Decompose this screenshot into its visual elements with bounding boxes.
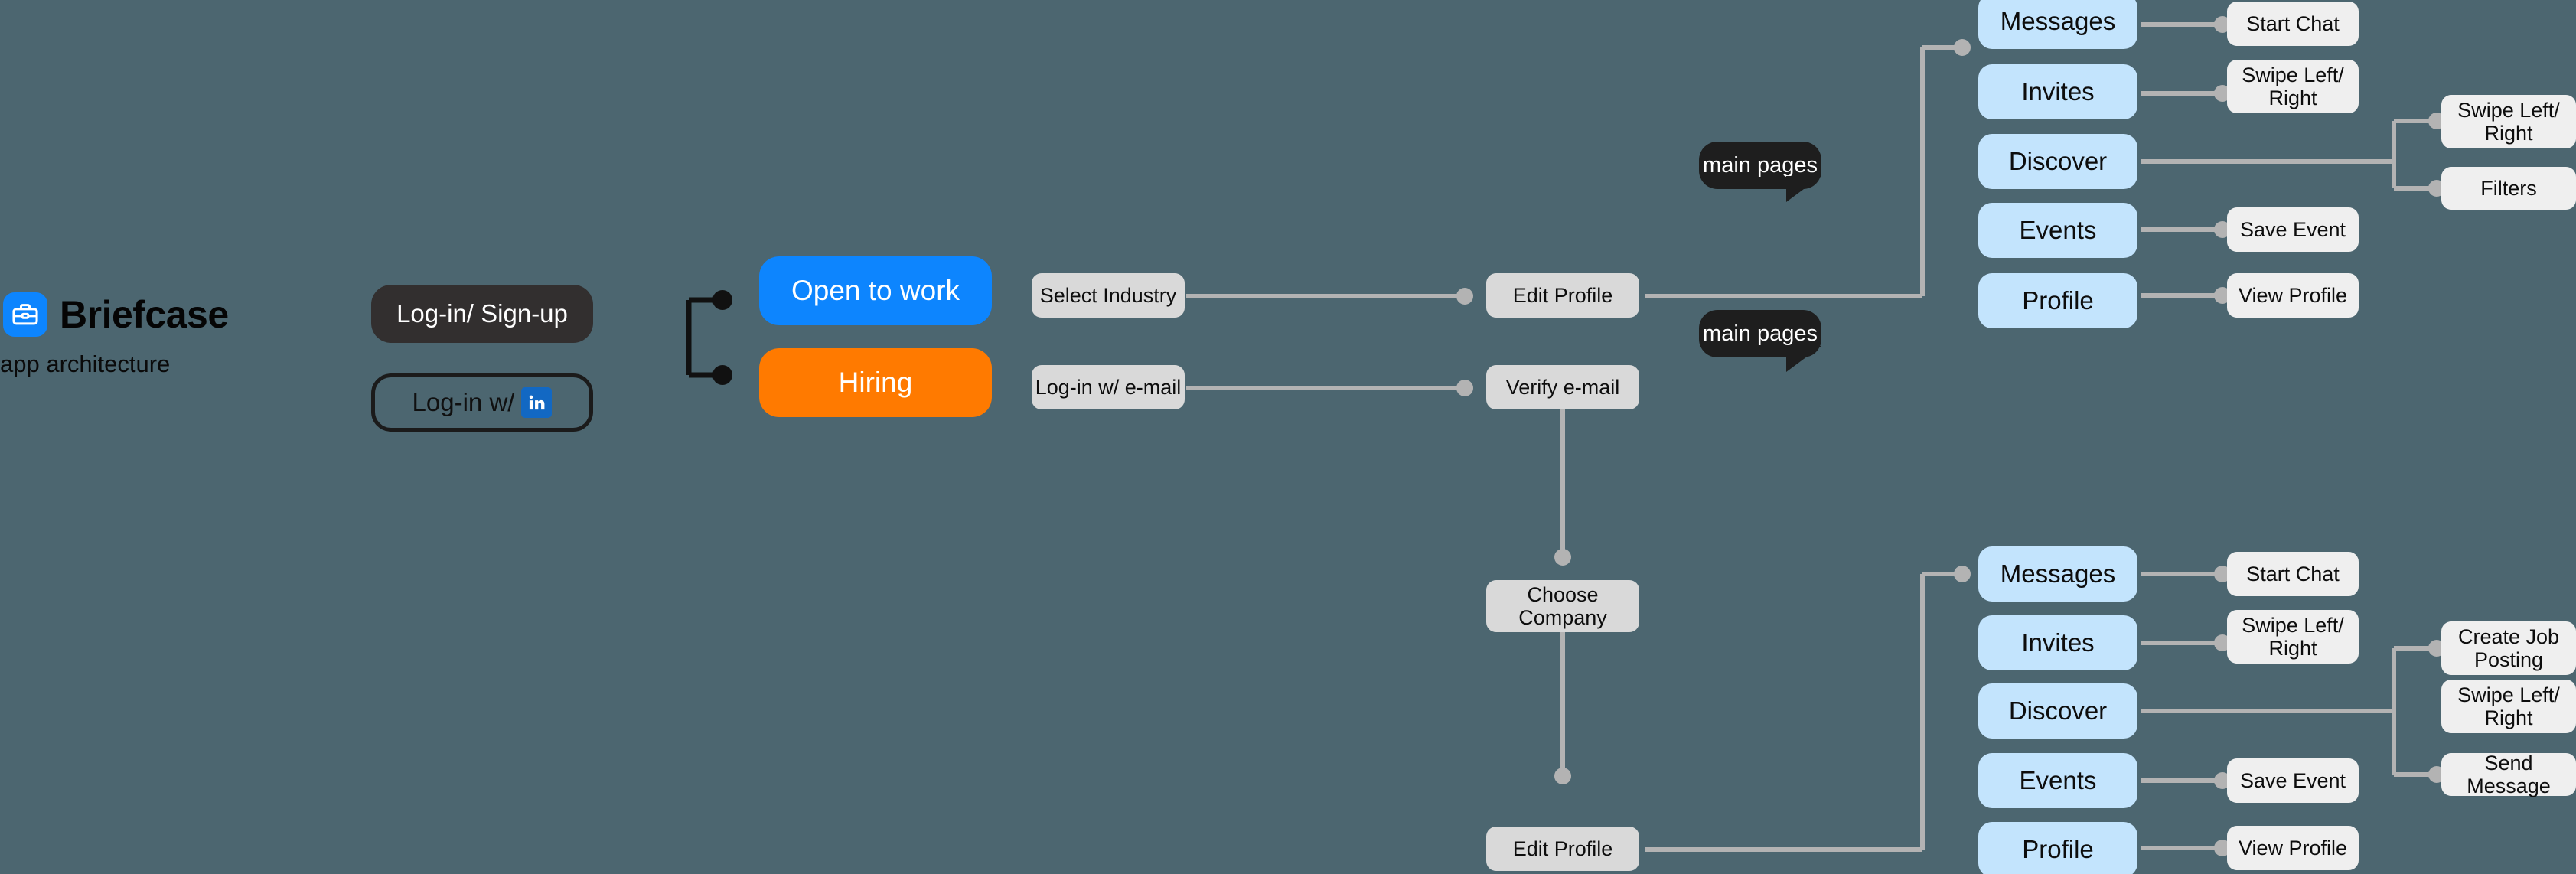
main-page-events-top[interactable]: Events (1978, 203, 2137, 258)
action-discover-filters-top[interactable]: Filters (2441, 167, 2576, 210)
main-page-invites-bottom[interactable]: Invites (1978, 615, 2137, 670)
callout-tail-bottom (1786, 346, 1821, 372)
login-signup-button[interactable]: Log-in/ Sign-up (371, 285, 593, 343)
action-swipe-invites-bottom[interactable]: Swipe Left/ Right (2227, 610, 2359, 664)
action-view-profile-top[interactable]: View Profile (2227, 273, 2359, 318)
action-save-event-top[interactable]: Save Event (2227, 207, 2359, 252)
node-login-email[interactable]: Log-in w/ e-mail (1032, 365, 1185, 409)
role-hiring[interactable]: Hiring (759, 348, 992, 417)
main-page-profile-top[interactable]: Profile (1978, 273, 2137, 328)
callout-label: main pages (1703, 321, 1818, 346)
main-page-messages-bottom[interactable]: Messages (1978, 546, 2137, 602)
brand-lockup: Briefcase (0, 292, 229, 337)
action-discover-swipe-bottom[interactable]: Swipe Left/ Right (2441, 680, 2576, 733)
action-swipe-invites-top[interactable]: Swipe Left/ Right (2227, 60, 2359, 113)
main-page-messages-top[interactable]: Messages (1978, 0, 2137, 49)
main-page-invites-top[interactable]: Invites (1978, 64, 2137, 119)
node-edit-profile-bottom[interactable]: Edit Profile (1486, 827, 1639, 871)
linkedin-icon (521, 387, 553, 418)
main-page-events-bottom[interactable]: Events (1978, 753, 2137, 808)
action-discover-swipe-top[interactable]: Swipe Left/ Right (2441, 95, 2576, 148)
node-verify-email[interactable]: Verify e-mail (1486, 365, 1639, 409)
callout-tail-top (1786, 176, 1821, 202)
action-view-profile-bottom[interactable]: View Profile (2227, 826, 2359, 870)
action-send-message[interactable]: Send Message (2441, 752, 2576, 797)
main-page-discover-bottom[interactable]: Discover (1978, 683, 2137, 739)
action-start-chat-bottom[interactable]: Start Chat (2227, 552, 2359, 596)
callout-label: main pages (1703, 152, 1818, 178)
node-choose-company[interactable]: Choose Company (1486, 580, 1639, 632)
action-create-job-posting[interactable]: Create Job Posting (2441, 621, 2576, 675)
briefcase-icon (3, 292, 47, 337)
role-open-to-work[interactable]: Open to work (759, 256, 992, 325)
brand-subtitle: app architecture (0, 351, 171, 377)
node-select-industry[interactable]: Select Industry (1032, 273, 1185, 318)
action-start-chat-top[interactable]: Start Chat (2227, 2, 2359, 46)
action-save-event-bottom[interactable]: Save Event (2227, 758, 2359, 803)
page-title: Briefcase (60, 293, 229, 336)
login-linkedin-label: Log-in w/ (412, 387, 515, 416)
login-linkedin-button[interactable]: Log-in w/ (371, 373, 593, 432)
main-page-discover-top[interactable]: Discover (1978, 134, 2137, 189)
node-edit-profile-top[interactable]: Edit Profile (1486, 273, 1639, 318)
main-page-profile-bottom[interactable]: Profile (1978, 822, 2137, 874)
